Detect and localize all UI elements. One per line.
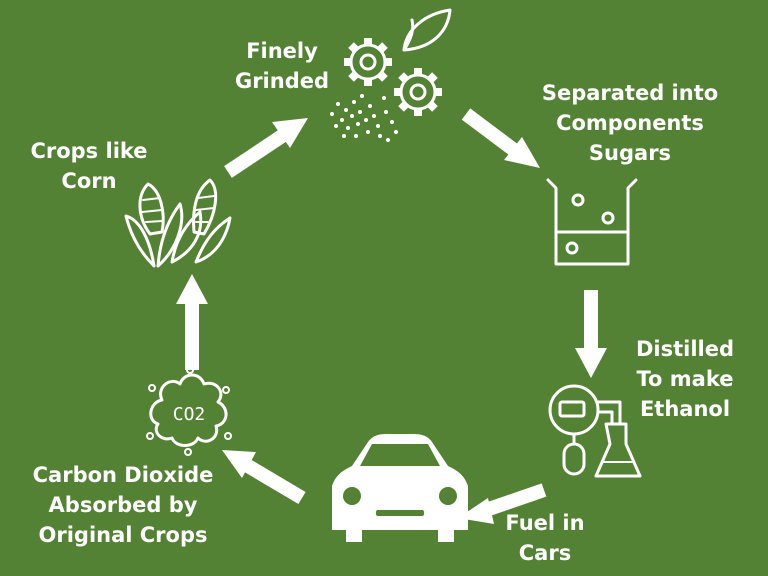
beaker-icon — [546, 178, 638, 266]
arrow-crops-to-grind — [224, 118, 308, 178]
co2-icon-label: CO2 — [173, 404, 206, 425]
arrow-co2-to-crops — [176, 274, 208, 370]
step-label-fuel: Fuel in Cars — [505, 511, 585, 565]
gears-grinding-icon — [330, 8, 452, 142]
distillation-flask-icon — [548, 384, 642, 478]
step-label-distill: Distilled To make Ethanol — [635, 337, 735, 421]
co2-cloud-icon: CO2 — [146, 366, 232, 456]
car-icon — [332, 434, 468, 542]
arrow-separate-to-distill — [575, 290, 607, 378]
step-label-separate: Separated into Components Sugars — [541, 81, 719, 165]
arrow-grind-to-separate — [461, 108, 540, 168]
step-label-grind: Finely Grinded — [234, 39, 330, 93]
step-label-co2: Carbon Dioxide Absorbed by Original Crop… — [32, 463, 214, 547]
arrow-distill-to-fuel — [458, 483, 547, 524]
corn-icon — [124, 178, 232, 268]
step-label-crops: Crops like Corn — [30, 139, 148, 193]
arrow-fuel-to-co2 — [222, 450, 306, 505]
